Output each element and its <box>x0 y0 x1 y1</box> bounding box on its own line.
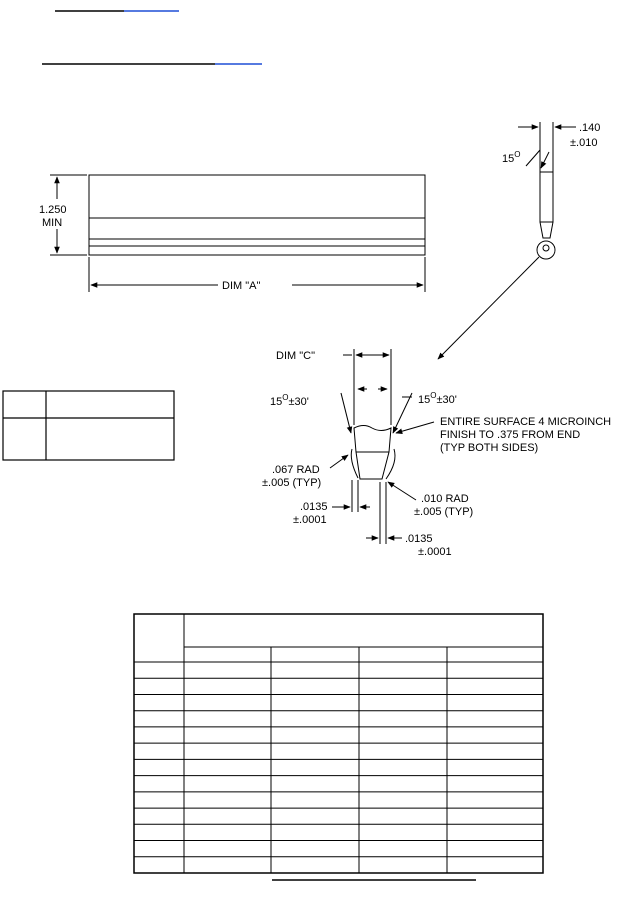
blade-width-value: .140 <box>579 122 600 134</box>
blade-body <box>539 171 554 223</box>
bar-outline <box>88 174 426 256</box>
big-table <box>133 613 544 874</box>
length-label: DIM "A" <box>222 280 260 292</box>
blade-view <box>437 122 576 360</box>
detail-view <box>329 349 435 544</box>
blade-width-tol: ±.010 <box>570 137 597 149</box>
detail-leader <box>437 256 540 360</box>
finish-note: ENTIRE SURFACE 4 MICROINCH FINISH TO .37… <box>440 416 614 454</box>
dim-c-label: DIM "C" <box>276 350 315 362</box>
right-angle-label: 15O±30' <box>418 391 457 406</box>
height-note: MIN <box>42 217 62 229</box>
blade-angle: 15O <box>502 150 520 165</box>
rad-right: .010 RAD ±.005 (TYP) <box>414 493 473 518</box>
detail-callout-circle <box>536 240 556 260</box>
left-angle-label: 15O±30' <box>270 393 309 408</box>
height-value: 1.250 <box>39 204 67 216</box>
tip-outline <box>353 425 392 480</box>
rad-left: .067 RAD ±.005 (TYP) <box>262 464 323 489</box>
small-table <box>2 390 175 461</box>
dim-right: .0135 ±.0001 <box>405 533 452 558</box>
side-view <box>50 174 426 292</box>
dim-left: .0135 ±.0001 <box>293 501 331 526</box>
header-rules <box>42 10 262 65</box>
